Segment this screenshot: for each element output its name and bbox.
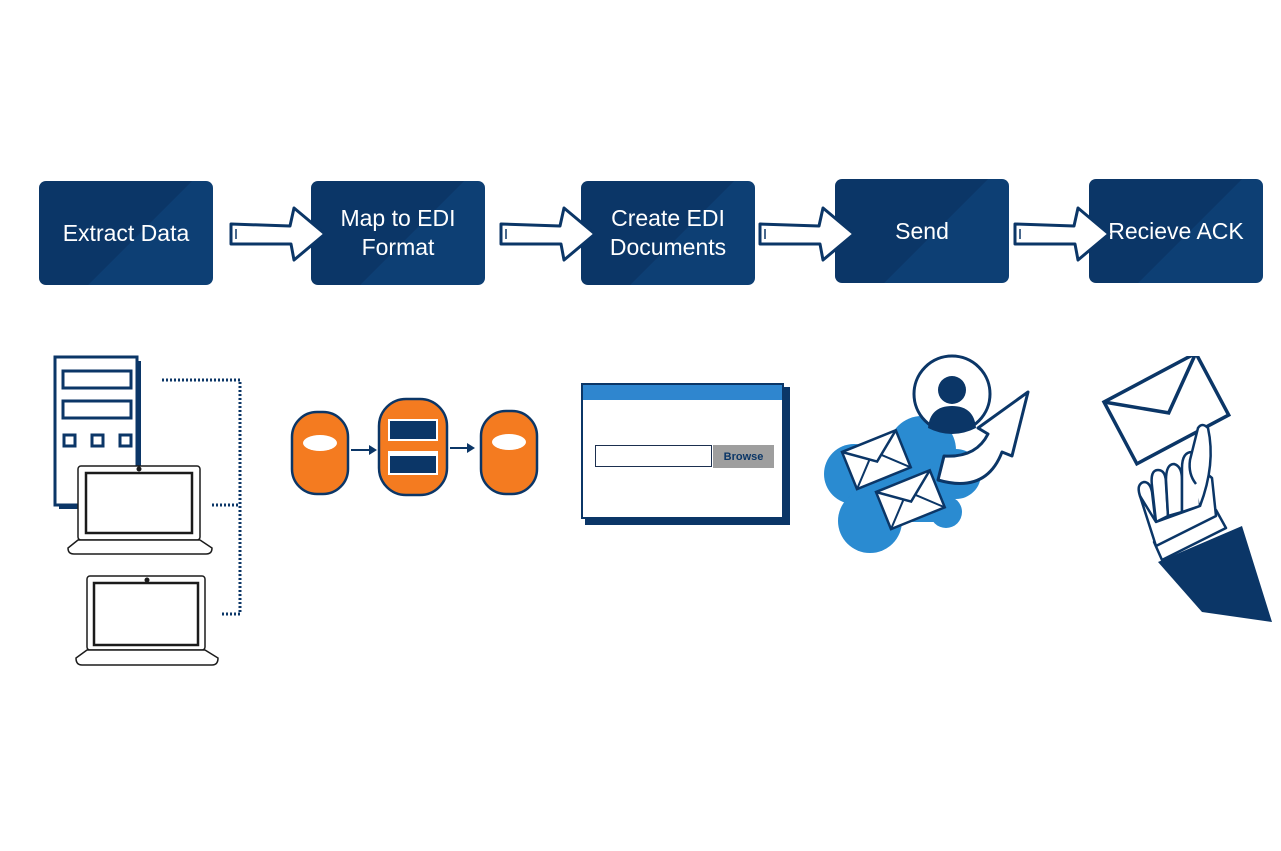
- step-label: Map to EDI Format: [340, 205, 456, 260]
- flow-arrow-icon: [1013, 206, 1111, 262]
- receive-envelope-hand-icon: [1101, 356, 1272, 622]
- file-path-input[interactable]: [595, 445, 712, 467]
- browse-button[interactable]: Browse: [713, 445, 774, 468]
- step-label: Create EDI Documents: [609, 205, 727, 260]
- flow-arrow-icon: [229, 206, 327, 262]
- flow-arrow-icon: [758, 206, 856, 262]
- window-titlebar: [583, 385, 782, 400]
- flow-arrow-icon: [499, 206, 597, 262]
- step-create-edi-documents: Create EDI Documents: [581, 181, 755, 285]
- step-recieve-ack: Recieve ACK: [1089, 179, 1263, 283]
- send-cloud-icon: [824, 354, 1030, 553]
- step-label: Recieve ACK: [1108, 217, 1244, 244]
- database-mapping-icon: [290, 397, 539, 497]
- step-map-to-edi-format: Map to EDI Format: [311, 181, 485, 285]
- step-extract-data: Extract Data: [39, 181, 213, 285]
- step-label: Send: [895, 217, 949, 244]
- step-label: Extract Data: [62, 219, 190, 246]
- browse-window: Browse: [581, 383, 791, 525]
- server-laptops-icon: [53, 355, 242, 666]
- step-send: Send: [835, 179, 1009, 283]
